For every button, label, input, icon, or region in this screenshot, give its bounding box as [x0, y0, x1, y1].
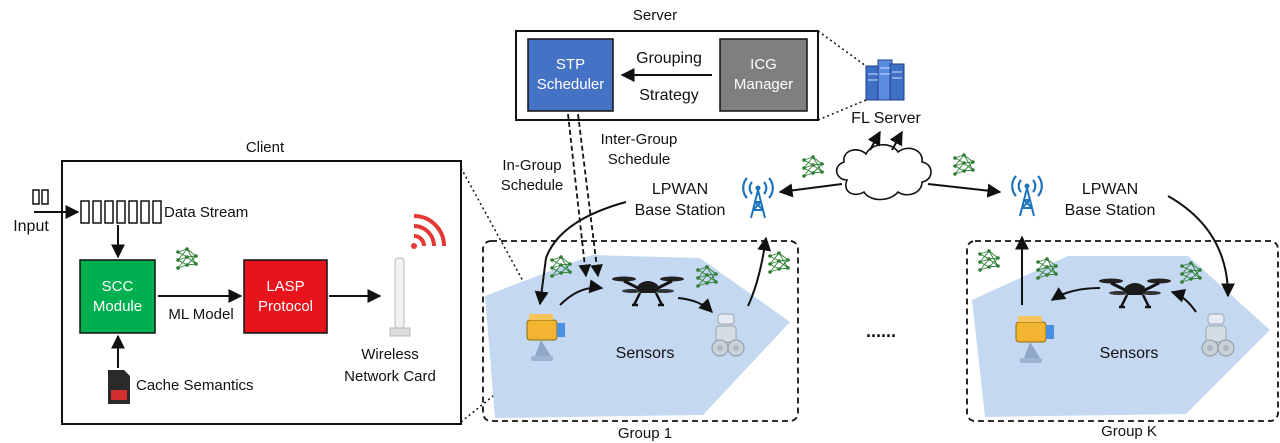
group1-label: Group 1 [617, 425, 673, 442]
group1-sensors-label: Sensors [615, 345, 675, 362]
nn-icon [952, 152, 976, 177]
group-1 [482, 236, 799, 422]
data-stream-icon [80, 200, 162, 224]
grouping-strategy-line2: Strategy [639, 87, 699, 104]
input-icon [32, 189, 49, 205]
icg-manager-label: ICG Manager [720, 39, 807, 111]
scc-module-box [79, 259, 156, 334]
nn-icon [977, 248, 1001, 273]
server-link-top [817, 30, 867, 67]
lasp-line2: Protocol [257, 297, 314, 315]
base-station-left-icon [742, 176, 774, 220]
groupk-sensors-label: Sensors [1099, 345, 1159, 362]
lasp-protocol-label: LASP Protocol [244, 260, 327, 333]
inter-group-schedule-line2: Schedule [607, 151, 671, 168]
stp-scheduler-box [527, 38, 614, 112]
nn-icon [801, 154, 825, 179]
base-station-right-line2: Base Station [1064, 202, 1156, 219]
inter-group-schedule-line1: Inter-Group [600, 131, 678, 148]
lasp-line1: LASP [266, 277, 305, 295]
ellipsis: ...... [865, 321, 896, 341]
data-stream-label: Data Stream [164, 204, 249, 221]
wireless-card-icon [389, 214, 446, 337]
stp-line1: STP [555, 56, 586, 73]
fl-server-icon [865, 59, 905, 101]
wireless-card-line2: Network Card [344, 368, 436, 385]
server-box [515, 30, 819, 121]
in-group-schedule-line1: In-Group [502, 157, 562, 174]
client-box [61, 160, 462, 425]
grouping-strategy-line1: Grouping [636, 50, 702, 67]
cache-semantics-label: Cache Semantics [136, 377, 254, 394]
client-title: Client [245, 139, 285, 156]
icg-manager-box [719, 38, 808, 112]
in-group-schedule-line2: Schedule [500, 177, 564, 194]
scc-line2: Module [92, 297, 143, 315]
sd-card-icon [108, 370, 130, 404]
server-title: Server [632, 7, 678, 24]
base-station-right-line1: LPWAN [1081, 181, 1139, 198]
cloud-icon [835, 143, 932, 201]
scc-module-label: SCC Module [80, 260, 155, 333]
group-k [966, 235, 1279, 422]
input-label: Input [13, 218, 49, 235]
ml-model-label: ML Model [168, 306, 234, 323]
fl-server-label: FL Server [851, 110, 921, 127]
icg-line2: Manager [733, 76, 794, 93]
base-station-left-line2: Base Station [634, 202, 726, 219]
stp-scheduler-label: STP Scheduler [528, 39, 613, 111]
scc-line1: SCC [101, 277, 134, 295]
nn-icon [767, 250, 791, 275]
server-link-bottom [817, 99, 867, 121]
lasp-protocol-box [243, 259, 328, 334]
base-station-right-icon [1011, 174, 1043, 218]
wireless-card-line1: Wireless [361, 346, 419, 363]
stp-line2: Scheduler [536, 76, 605, 93]
groupk-label: Group K [1101, 423, 1157, 440]
base-station-left-line1: LPWAN [651, 181, 709, 198]
icg-line1: ICG [750, 56, 777, 73]
